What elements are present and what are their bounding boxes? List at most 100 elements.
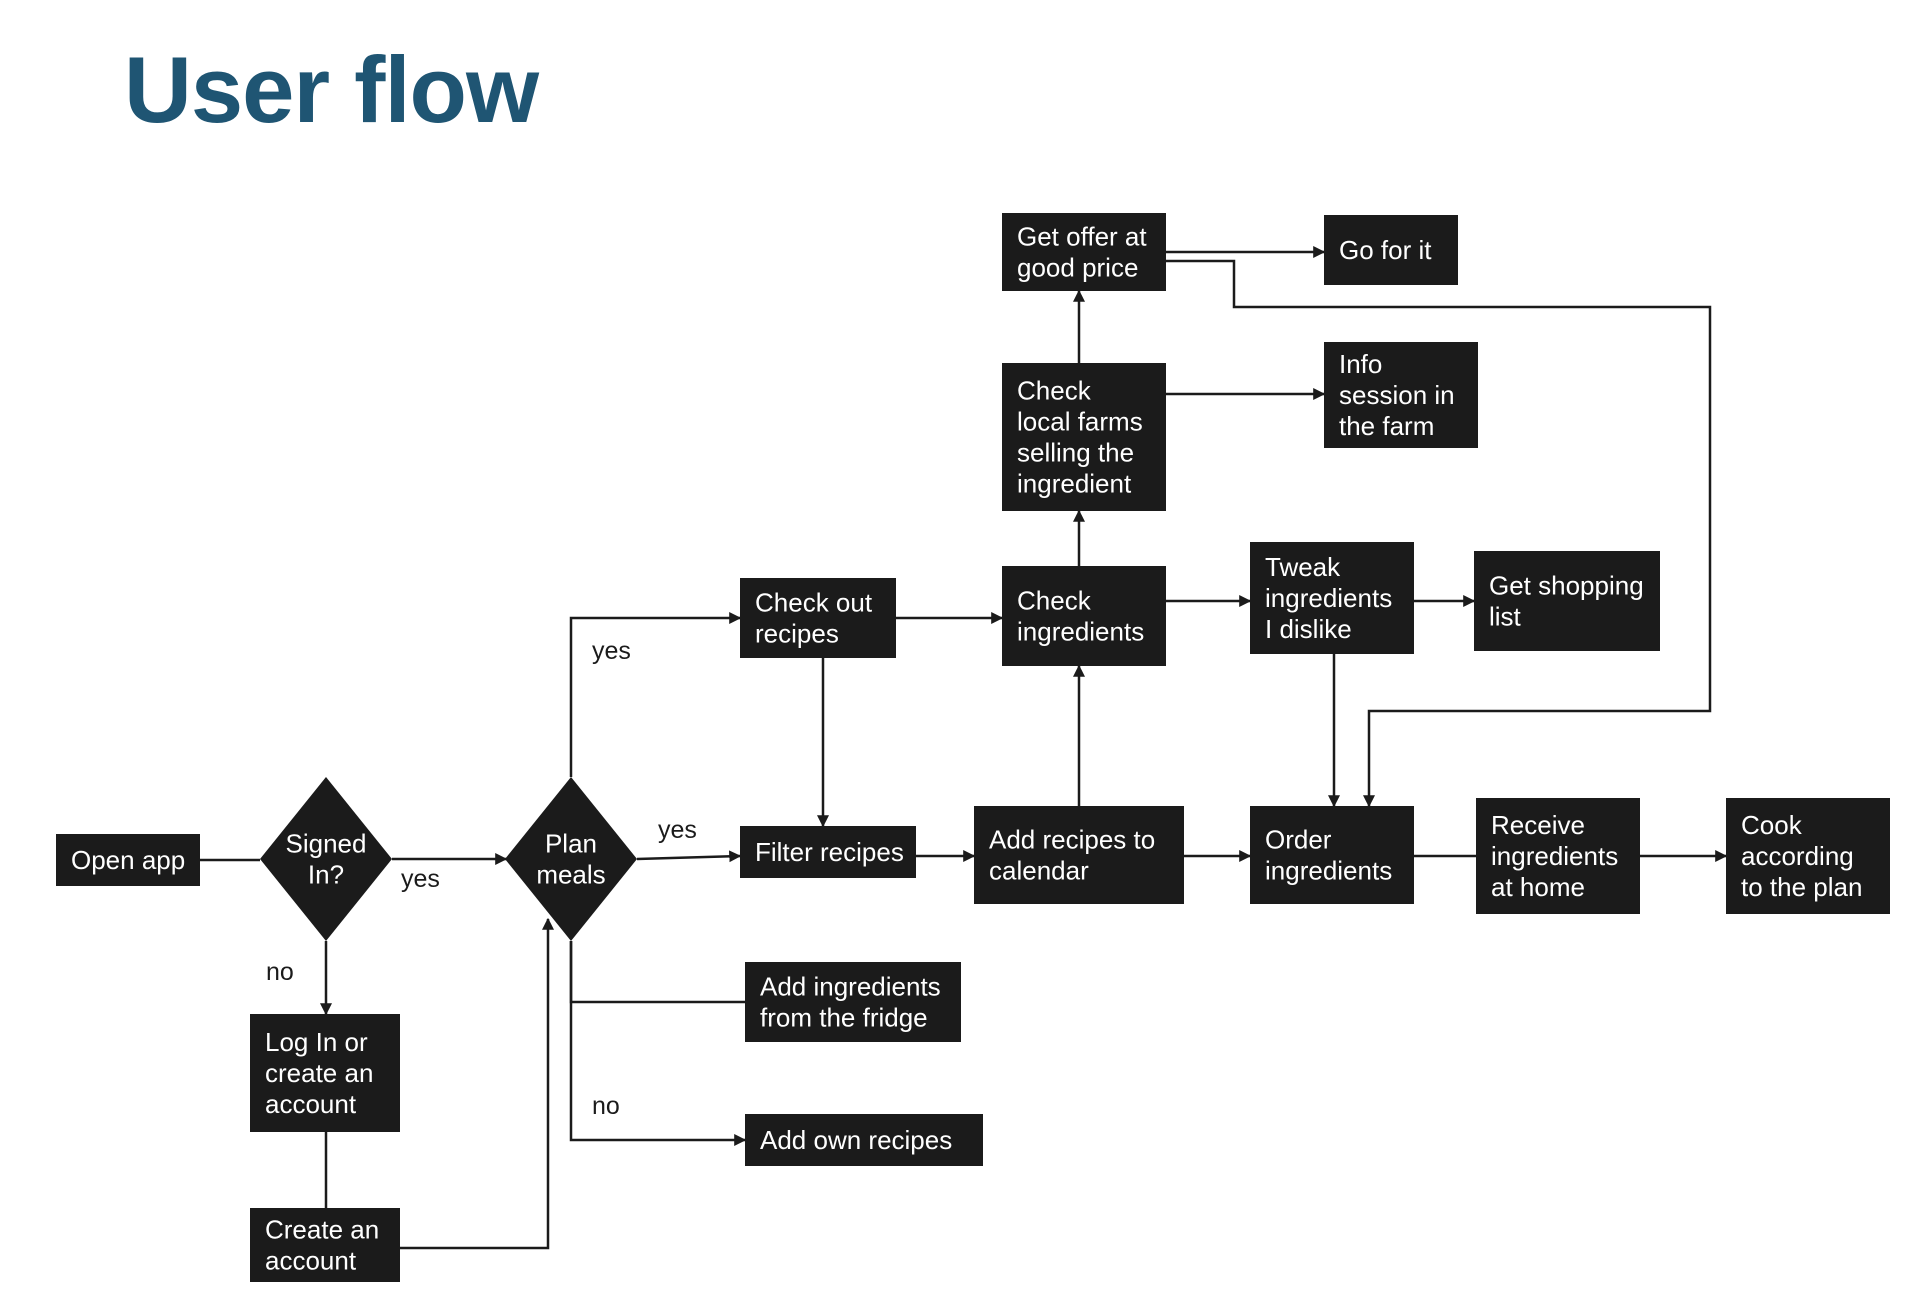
node-label-line: account — [265, 1246, 357, 1276]
process-box — [1324, 342, 1478, 448]
node-label-line: according — [1741, 841, 1854, 871]
node-label-line: Add own recipes — [760, 1125, 952, 1155]
process-box — [1726, 798, 1890, 914]
edge-plan-meals-to-check-out-recipes — [569, 612, 742, 777]
node-label-line: Filter recipes — [755, 837, 904, 867]
node-label-line: calendar — [989, 856, 1089, 886]
node-label-line: Add recipes to — [989, 825, 1155, 855]
process-box — [1474, 551, 1660, 651]
edge-plan-meals-to-add-ingredients-fridge — [569, 941, 745, 1004]
node-label: Filter recipes — [755, 837, 904, 867]
node-label-line: ingredient — [1017, 469, 1132, 499]
process-box — [974, 806, 1184, 904]
node-label: Open app — [71, 845, 185, 875]
node-label-line: from the fridge — [760, 1003, 928, 1033]
edge-label-yes-plan-meals: yes — [401, 865, 440, 893]
node-label-line: meals — [536, 860, 605, 890]
node-label-line: Go for it — [1339, 235, 1432, 265]
node-label-line: at home — [1491, 872, 1585, 902]
node-go-for-it: Go for it — [1324, 215, 1458, 285]
node-label-line: good price — [1017, 253, 1138, 283]
process-box — [740, 578, 896, 658]
process-box — [1476, 798, 1640, 914]
node-label-line: create an — [265, 1058, 373, 1088]
edge-plan-meals-to-add-own-recipes — [569, 941, 747, 1146]
process-box — [1002, 363, 1166, 511]
node-label-line: Get shopping — [1489, 571, 1644, 601]
node-label-line: ingredients — [1491, 841, 1618, 871]
process-box — [745, 962, 961, 1042]
edge-label-no-add-own-recipes: no — [592, 1092, 620, 1120]
edge-label-yes-filter-recipes: yes — [658, 816, 697, 844]
node-add-own-recipes: Add own recipes — [745, 1114, 983, 1166]
node-label-line: recipes — [755, 619, 839, 649]
node-label-line: the farm — [1339, 411, 1434, 441]
edge-plan-meals-to-filter-recipes — [636, 850, 742, 863]
node-label-line: Receive — [1491, 810, 1585, 840]
process-box — [740, 826, 916, 878]
node-label-line: I dislike — [1265, 614, 1352, 644]
process-box — [1002, 213, 1166, 291]
node-filter-recipes: Filter recipes — [740, 826, 916, 878]
edge-labels-layer: yes no yes yes no — [266, 637, 697, 1120]
edge-label-no-log-in: no — [266, 958, 294, 986]
node-label-line: Check out — [755, 588, 873, 618]
node-label-line: Signed — [286, 829, 367, 859]
process-box — [1250, 542, 1414, 654]
process-box — [250, 1208, 400, 1282]
edges-layer — [200, 246, 1728, 1250]
process-box — [745, 1114, 983, 1166]
node-label-line: ingredients — [1265, 583, 1392, 613]
node-label-line: Create an — [265, 1215, 379, 1245]
node-label-line: account — [265, 1089, 357, 1119]
node-label-line: to the plan — [1741, 872, 1862, 902]
node-label-line: Add ingredients — [760, 972, 941, 1002]
node-label-line: selling the — [1017, 438, 1134, 468]
process-box — [1250, 806, 1414, 904]
process-box — [1002, 566, 1166, 666]
node-label-line: session in — [1339, 380, 1455, 410]
node-label-line: Cook — [1741, 810, 1803, 840]
node-label-line: Order — [1265, 825, 1332, 855]
node-label-line: list — [1489, 602, 1522, 632]
process-box — [1324, 215, 1458, 285]
process-box — [250, 1014, 400, 1132]
node-label-line: Plan — [545, 829, 597, 859]
node-label-line: local farms — [1017, 407, 1143, 437]
decision-diamond — [505, 777, 637, 941]
diagram-title: User flow — [124, 37, 539, 142]
node-label-line: ingredients — [1017, 617, 1144, 647]
node-label: Go for it — [1339, 235, 1432, 265]
edge-label-yes-check-out-recipes: yes — [592, 637, 631, 665]
node-label-line: Info — [1339, 349, 1382, 379]
node-label-line: Check — [1017, 586, 1092, 616]
